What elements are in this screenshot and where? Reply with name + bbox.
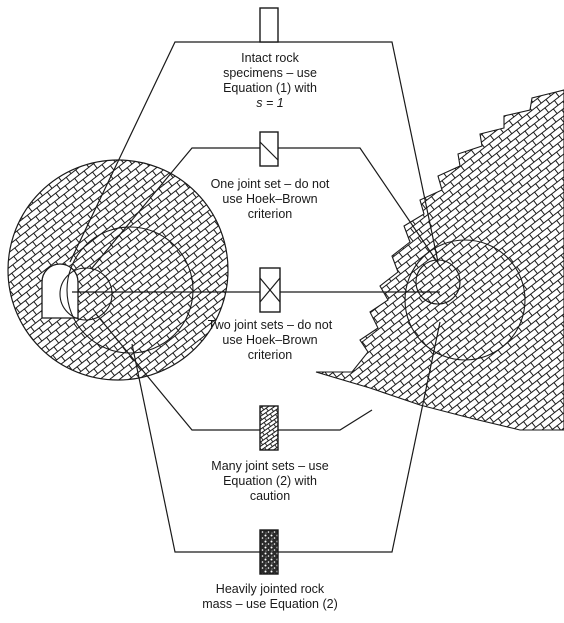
label-heavily-jointed: Heavily jointed rock mass – use Equation…	[180, 582, 360, 612]
label-line: specimens – use	[223, 66, 317, 80]
label-line: Many joint sets – use	[211, 459, 329, 473]
intact-specimen-icon	[259, 7, 279, 43]
heavily-jointed-specimen-icon	[259, 529, 279, 575]
slope-zone-outer	[404, 239, 526, 361]
many-joint-specimen-icon	[259, 405, 279, 451]
rock-slope	[315, 89, 564, 431]
tunnel-rock-mass	[7, 159, 229, 381]
label-line: criterion	[247, 207, 293, 221]
label-line: criterion	[247, 348, 293, 362]
label-line: Equation (2) with	[223, 474, 317, 488]
one-joint-specimen-icon	[259, 131, 279, 167]
label-many-joint-sets: Many joint sets – use Equation (2) with …	[180, 459, 360, 504]
label-line: use Hoek–Brown	[222, 333, 318, 347]
tunnel-zone-inner	[59, 267, 113, 321]
label-intact-rock: Intact rock specimens – use Equation (1)…	[180, 51, 360, 111]
label-line: mass – use Equation (2)	[202, 597, 338, 611]
label-line: Two joint sets – do not	[207, 318, 333, 332]
label-line: One joint set – do not	[210, 177, 330, 191]
label-one-joint-set: One joint set – do not use Hoek–Brown cr…	[180, 177, 360, 222]
label-line: use Hoek–Brown	[222, 192, 318, 206]
label-line: caution	[249, 489, 291, 503]
label-line: Intact rock	[241, 51, 299, 65]
label-line: Equation (1) with	[223, 81, 317, 95]
label-line: Heavily jointed rock	[215, 582, 325, 596]
two-joint-specimen-icon	[259, 267, 281, 313]
label-two-joint-sets: Two joint sets – do not use Hoek–Brown c…	[180, 318, 360, 363]
tunnel-zone-outer	[66, 226, 194, 354]
label-line: s = 1	[256, 96, 284, 110]
